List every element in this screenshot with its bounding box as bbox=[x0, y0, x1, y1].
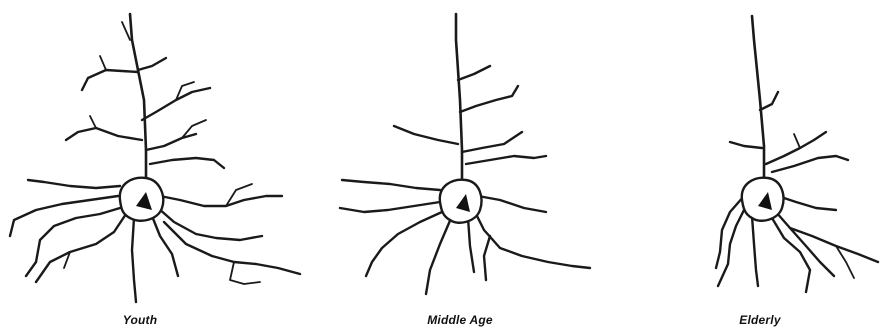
youth-basal-r3 bbox=[152, 216, 178, 276]
youth-basal-r4 bbox=[164, 222, 300, 274]
youth-basal-r4b bbox=[230, 262, 260, 284]
middle-branch-ur2 bbox=[460, 86, 518, 112]
elderly-apical-dendrite bbox=[752, 16, 764, 184]
elderly-basal-l1 bbox=[716, 196, 744, 268]
middle-basal-r1 bbox=[478, 196, 546, 212]
elderly-basal-r1 bbox=[778, 196, 836, 210]
elderly-branch-ur3 bbox=[772, 156, 848, 172]
middle-soma bbox=[440, 180, 482, 223]
elderly-branch-ul1 bbox=[730, 142, 762, 148]
youth-basal-l1 bbox=[28, 180, 120, 188]
neuron-middle-age bbox=[340, 14, 590, 294]
middle-basal-l1 bbox=[342, 180, 440, 190]
elderly-branch-ur1 bbox=[760, 92, 778, 110]
middle-basal-r2 bbox=[474, 210, 590, 268]
youth-basal-r2 bbox=[158, 208, 262, 240]
middle-branch-ur1 bbox=[458, 66, 490, 80]
caption-youth: Youth bbox=[123, 313, 158, 327]
caption-elderly: Elderly bbox=[739, 313, 780, 327]
youth-apical-tip bbox=[122, 22, 130, 40]
middle-basal-r4 bbox=[484, 236, 490, 280]
elderly-branch-ur2b bbox=[794, 134, 800, 148]
middle-apical-dendrite bbox=[456, 14, 462, 190]
youth-branch-ul2b bbox=[90, 116, 96, 128]
youth-branch-ur2 bbox=[142, 88, 210, 120]
youth-branch-ur3 bbox=[146, 134, 196, 150]
middle-branch-ur4 bbox=[466, 156, 546, 164]
caption-middle-age: Middle Age bbox=[427, 313, 493, 327]
youth-branch-ur1 bbox=[138, 58, 166, 70]
middle-basal-r3 bbox=[468, 218, 474, 272]
youth-branch-ur4 bbox=[150, 158, 224, 168]
elderly-soma bbox=[742, 178, 784, 221]
elderly-basal-r2 bbox=[776, 212, 834, 276]
middle-basal-l4 bbox=[426, 216, 452, 294]
middle-branch-ur3 bbox=[462, 132, 522, 152]
neuron-youth bbox=[10, 14, 300, 302]
youth-basal-l3 bbox=[26, 208, 120, 276]
youth-apical-dendrite bbox=[130, 14, 146, 188]
elderly-basal-l3 bbox=[752, 216, 758, 286]
youth-axon-down bbox=[132, 218, 136, 302]
middle-basal-l2 bbox=[340, 202, 440, 212]
youth-branch-ul1b bbox=[100, 56, 106, 70]
youth-branch-ul2 bbox=[66, 128, 142, 140]
youth-basal-l2 bbox=[10, 196, 118, 236]
youth-basal-r1 bbox=[160, 196, 282, 206]
elderly-basal-l2 bbox=[718, 206, 746, 286]
neuron-elderly bbox=[716, 16, 878, 292]
middle-branch-ul1 bbox=[394, 126, 458, 144]
youth-branch-ul1 bbox=[82, 70, 138, 90]
youth-basal-l4 bbox=[36, 214, 126, 282]
youth-branch-ur2b bbox=[176, 82, 194, 100]
